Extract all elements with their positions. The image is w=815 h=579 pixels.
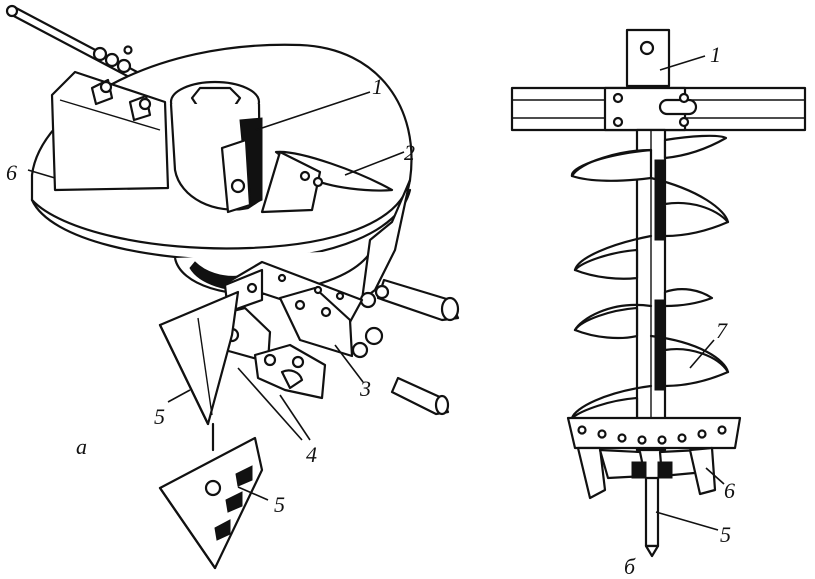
label-b-5: 5: [720, 522, 731, 547]
side-bolt: [359, 278, 460, 322]
figure-b-drawing: [510, 28, 807, 558]
cross-bar: [510, 86, 807, 132]
figure-b-labels: 1 7 6 5 б: [624, 42, 735, 579]
wedge-insert-5-top: [158, 290, 240, 452]
label-a-2: 2: [404, 140, 415, 165]
label-a-1: 1: [372, 74, 383, 99]
label-a-3: 3: [359, 376, 371, 401]
caption-a: а: [76, 434, 87, 459]
figure-a-drawing: [5, 4, 460, 570]
wedge-insert-5-bottom: [158, 436, 264, 570]
cutting-head: [566, 416, 742, 500]
shank: [625, 28, 671, 88]
auger-flights: [570, 134, 730, 428]
label-a-5-bottom: 5: [274, 492, 285, 517]
central-hub: [169, 80, 263, 214]
figure-a-labels: 1 2 3 4 5 5 6 а: [6, 74, 415, 517]
label-a-4: 4: [306, 442, 317, 467]
label-a-6: 6: [6, 160, 17, 185]
label-b-1: 1: [710, 42, 721, 67]
label-a-5-top: 5: [154, 404, 165, 429]
label-b-7: 7: [716, 318, 728, 343]
caption-b: б: [624, 554, 636, 579]
label-b-6: 6: [724, 478, 735, 503]
blade-plate-6: [50, 70, 170, 192]
leader-lines-b: [655, 55, 725, 531]
auger-shaft: [635, 128, 667, 452]
pilot-drill: [644, 476, 660, 558]
leader-lines-a: [27, 91, 405, 501]
knife-2: [260, 150, 394, 214]
small-bolt: [351, 326, 450, 416]
